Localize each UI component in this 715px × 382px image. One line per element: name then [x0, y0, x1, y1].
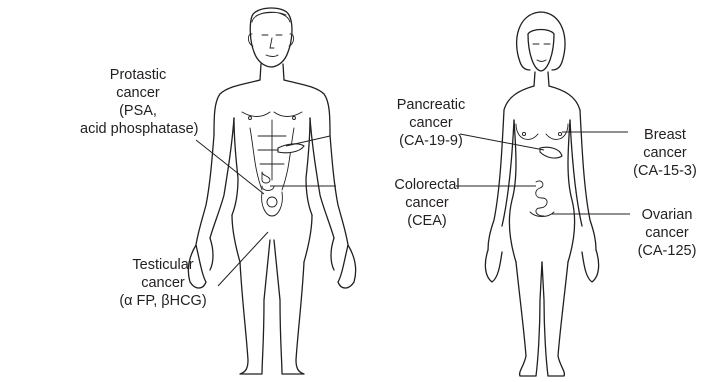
label-prostatic-line3: (PSA,: [80, 102, 196, 120]
male-hair: [252, 12, 290, 22]
male-left-arm: [196, 118, 234, 245]
label-testicular-line2: cancer: [110, 274, 216, 292]
female-figure: [485, 12, 598, 376]
female-left-hand: [485, 250, 502, 282]
male-chest: [242, 112, 302, 117]
male-mouth: [266, 55, 278, 57]
label-prostatic-line1: Protastic: [80, 66, 196, 84]
label-prostatic-cancer: Protastic cancer (PSA, acid phosphatase): [80, 66, 196, 138]
label-testicular-line3: (α FP, βHCG): [110, 292, 216, 310]
female-nipple-left: [522, 132, 525, 135]
male-genitals: [262, 192, 283, 216]
female-pancreas: [540, 147, 562, 158]
label-colorectal-line2: cancer: [382, 194, 472, 212]
female-right-hand: [582, 250, 599, 282]
label-breast-line3: (CA-15-3): [630, 162, 700, 180]
female-face: [528, 30, 554, 72]
female-intestine: [536, 181, 547, 216]
label-breast-cancer: Breast cancer (CA-15-3): [630, 126, 700, 180]
female-breast-left: [516, 124, 538, 139]
label-ovarian-line3: (CA-125): [632, 242, 702, 260]
male-right-hand: [331, 238, 356, 288]
label-testicular-line1: Testicular: [110, 256, 216, 274]
male-nose: [270, 38, 274, 48]
male-head: [250, 8, 292, 67]
leader-testicular: [218, 232, 268, 286]
male-nipple-right: [293, 117, 296, 120]
label-breast-line1: Breast: [630, 126, 700, 144]
male-left-leg: [240, 240, 270, 374]
male-nipple-left: [249, 117, 252, 120]
label-testicular-cancer: Testicular cancer (α FP, βHCG): [110, 256, 216, 310]
label-breast-line2: cancer: [630, 144, 700, 162]
label-prostatic-line4: acid phosphatase): [80, 120, 196, 138]
label-colorectal-line3: (CEA): [382, 212, 472, 230]
male-abs: [250, 120, 294, 190]
female-right-leg: [542, 262, 568, 376]
female-neck: [534, 72, 549, 86]
male-hips: [232, 215, 312, 262]
leader-prostatic: [196, 140, 264, 194]
label-ovarian-line1: Ovarian: [632, 206, 702, 224]
label-ovarian-line2: cancer: [632, 224, 702, 242]
label-colorectal-line1: Colorectal: [382, 176, 472, 194]
label-colorectal-cancer: Colorectal cancer (CEA): [382, 176, 472, 230]
label-pancreatic-line1: Pancreatic: [386, 96, 476, 114]
female-nipple-right: [558, 132, 561, 135]
female-torso-outline: [504, 86, 580, 262]
male-right-leg: [274, 240, 304, 374]
female-mouth: [537, 60, 546, 62]
label-ovarian-cancer: Ovarian cancer (CA-125): [632, 206, 702, 260]
label-pancreatic-line3: (CA-19-9): [386, 132, 476, 150]
female-left-leg: [516, 262, 542, 376]
label-prostatic-line2: cancer: [80, 84, 196, 102]
male-figure: [188, 8, 355, 374]
label-pancreatic-cancer: Pancreatic cancer (CA-19-9): [386, 96, 476, 150]
male-right-arm: [310, 118, 348, 245]
label-pancreatic-line2: cancer: [386, 114, 476, 132]
